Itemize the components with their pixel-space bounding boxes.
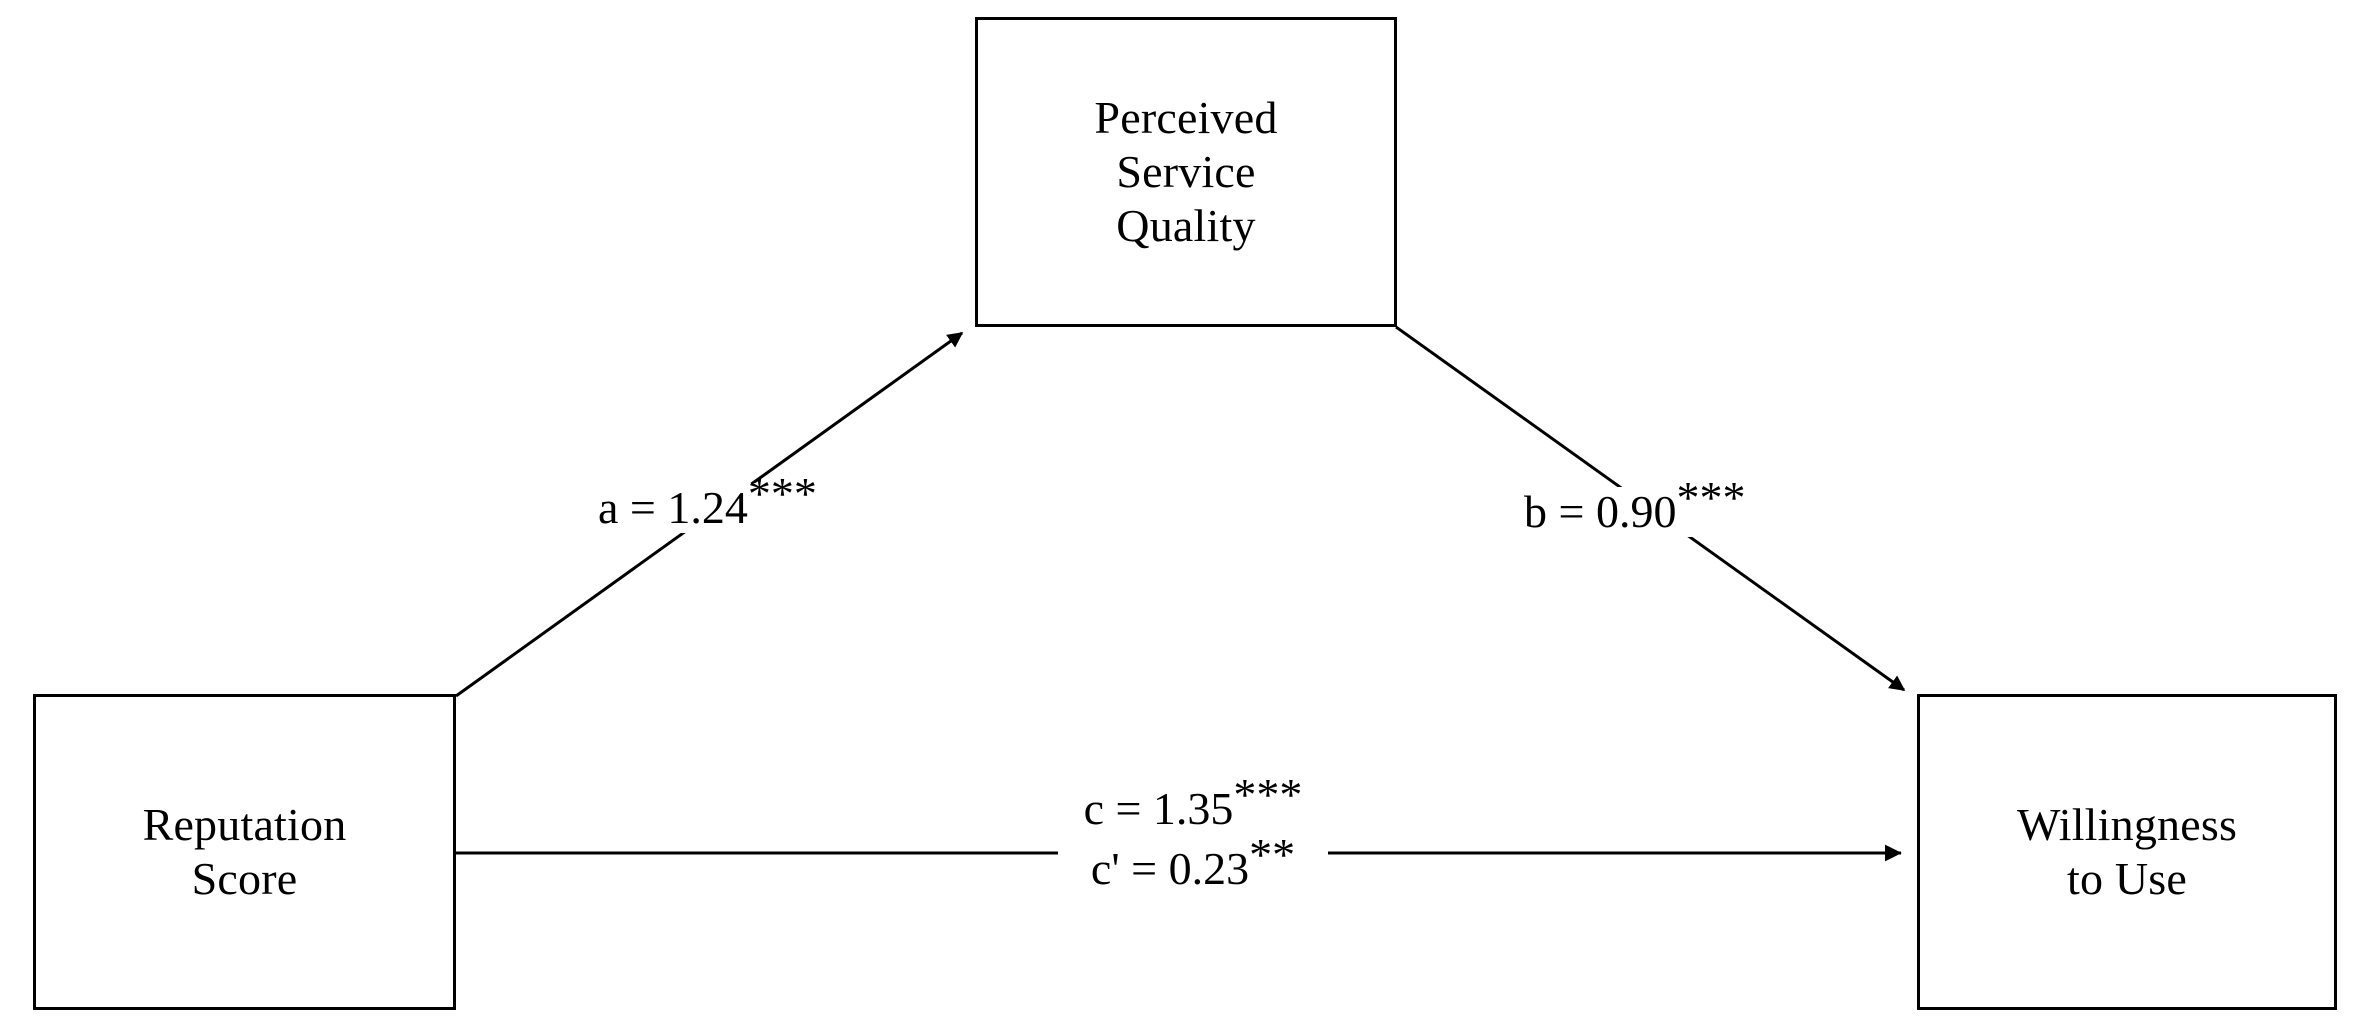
path-a-significance-stars: *** xyxy=(747,468,817,520)
node-outcome-label: Willingness to Use xyxy=(2016,798,2238,904)
node-mediator-label: Perceived Service Quality xyxy=(1094,91,1278,252)
node-reputation-score[interactable]: Reputation Score xyxy=(33,694,456,1010)
node-perceived-service-quality[interactable]: Perceived Service Quality xyxy=(975,17,1397,327)
path-b-label: b = 0.90*** xyxy=(1518,475,1752,537)
path-c-significance-stars: *** xyxy=(1233,769,1303,821)
node-predictor-label: Reputation Score xyxy=(142,798,347,904)
path-c-label-group: c = 1.35*** c' = 0.23** xyxy=(1058,772,1328,894)
path-c-prime-significance-stars: ** xyxy=(1249,829,1296,881)
path-a-label: a = 1.24*** xyxy=(592,471,823,533)
path-a-coefficient-text: a = 1.24 xyxy=(598,482,748,533)
path-c-prime-label: c' = 0.23** xyxy=(1062,832,1324,894)
path-b-coefficient-text: b = 0.90 xyxy=(1524,486,1677,537)
node-willingness-to-use[interactable]: Willingness to Use xyxy=(1917,694,2337,1010)
path-c-coefficient-text: c = 1.35 xyxy=(1083,783,1234,834)
path-b-significance-stars: *** xyxy=(1676,472,1746,524)
path-c-label: c = 1.35*** xyxy=(1062,772,1324,834)
path-c-prime-coefficient-text: c' = 0.23 xyxy=(1090,843,1250,894)
